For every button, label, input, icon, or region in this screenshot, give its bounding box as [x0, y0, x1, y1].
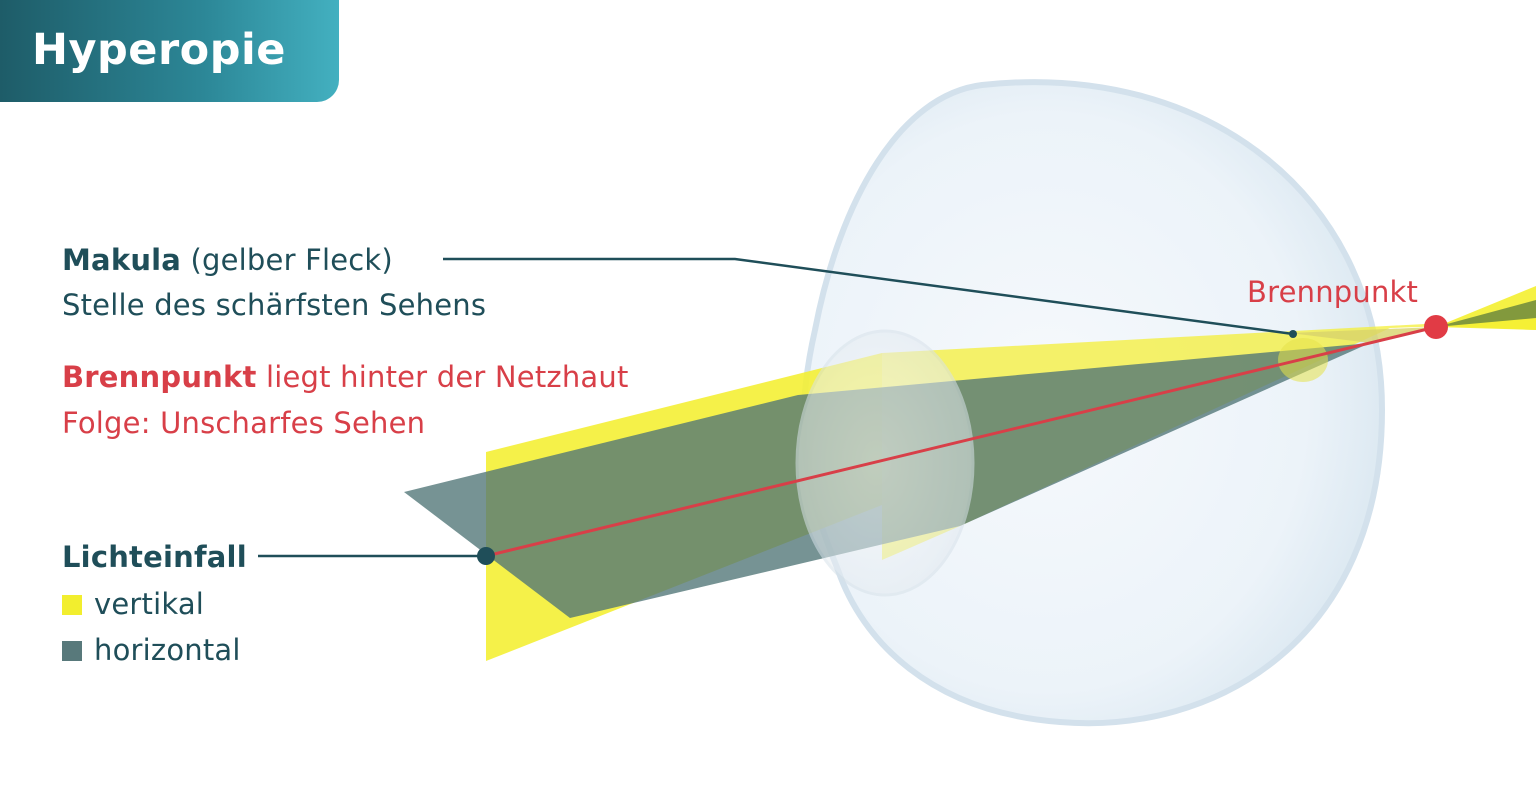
macula-label: Makula (gelber Fleck) — [62, 240, 393, 280]
eye-lens — [795, 329, 975, 597]
macula-description: Stelle des schärfsten Sehens — [62, 288, 487, 322]
focus-consequence: Folge: Unscharfes Sehen — [62, 406, 426, 440]
macula-label-bold: Makula — [62, 243, 182, 277]
macula-pointer-dot — [1289, 330, 1297, 338]
focus-label: Brennpunkt liegt hinter der Netzhaut — [62, 357, 629, 397]
legend-swatch-horizontal — [62, 641, 82, 661]
legend-swatch-vertical — [62, 595, 82, 615]
macula-label-rest: (gelber Fleck) — [181, 243, 393, 277]
light-entry-heading: Lichteinfall — [62, 540, 247, 574]
focus-label-bold: Brennpunkt — [62, 360, 257, 394]
beam-beyond-focus-dark — [1436, 300, 1536, 327]
macula-pointer-line — [443, 257, 1294, 336]
legend-item-vertical: vertikal — [62, 584, 204, 624]
legend-item-horizontal: horizontal — [62, 630, 241, 670]
page-title: Hyperopie — [32, 25, 286, 75]
focal-point-marker — [1424, 315, 1448, 339]
optical-axis — [485, 325, 1437, 558]
converging-rays — [1290, 327, 1436, 343]
focus-label-rest: liegt hinter der Netzhaut — [256, 360, 629, 394]
legend-label-horizontal: horizontal — [94, 633, 241, 667]
focal-point-label: Brennpunkt — [1247, 275, 1419, 309]
title-badge: Hyperopie — [0, 0, 339, 102]
light-entry-dot — [477, 547, 495, 565]
legend-label-vertical: vertikal — [94, 587, 205, 621]
